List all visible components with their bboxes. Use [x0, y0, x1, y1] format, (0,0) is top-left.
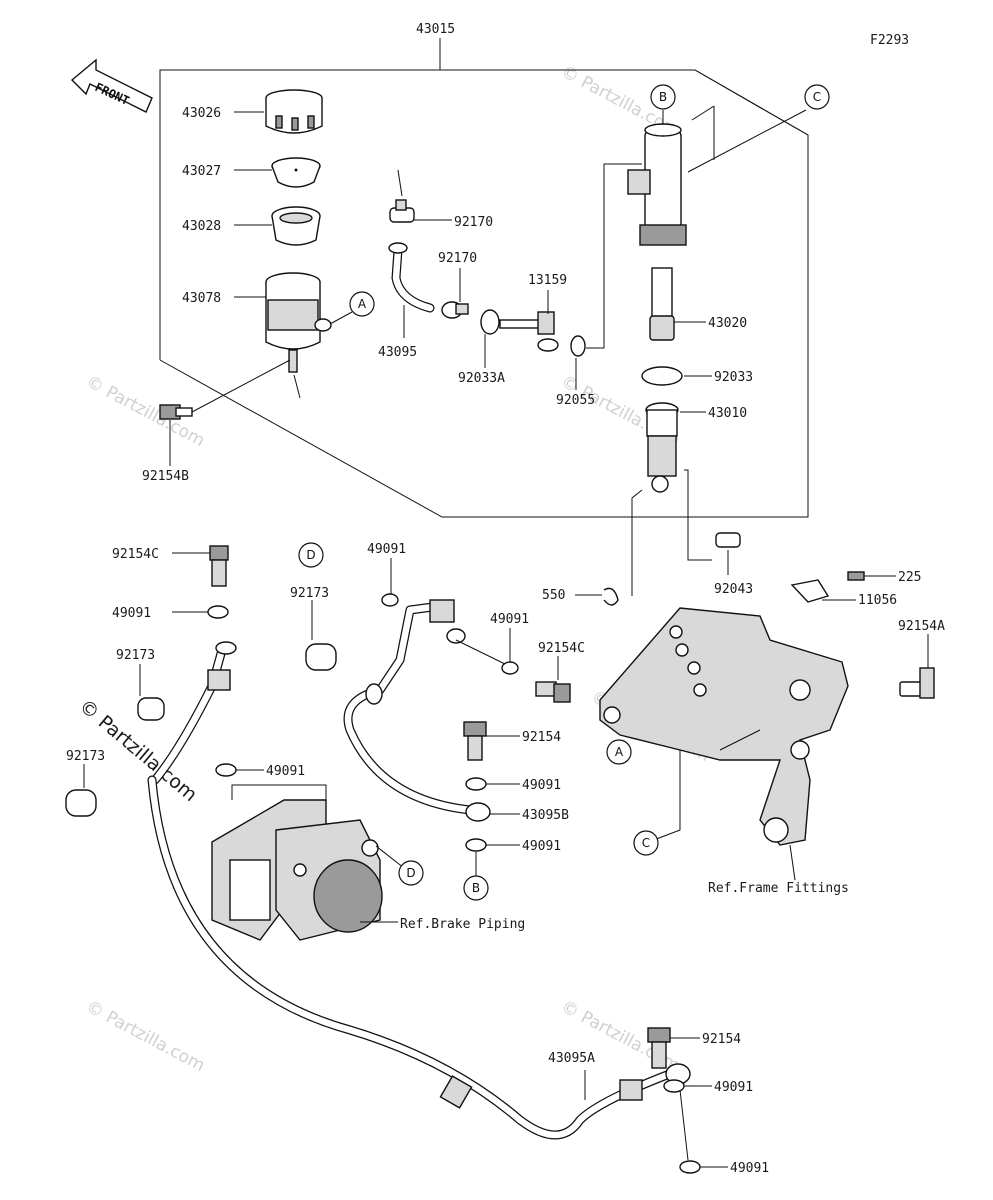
callout-49091-lower-2: 49091	[730, 1161, 769, 1176]
assembly-frame	[159, 38, 809, 518]
callout-43095: 43095	[378, 345, 417, 360]
bracket-11056	[790, 579, 830, 603]
clamp-92173-upper	[137, 697, 165, 721]
callout-92154A: 92154A	[898, 619, 945, 634]
callout-92173-lower: 92173	[66, 749, 105, 764]
callout-92033A: 92033A	[458, 371, 505, 386]
reservoir-cap-43026	[265, 89, 323, 134]
callout-43095B: 43095B	[522, 808, 569, 823]
callout-92154C-center: 92154C	[538, 641, 585, 656]
clamp-92170-upper	[389, 199, 415, 223]
washer-49091-lower-1	[663, 1079, 685, 1093]
circle-marker-c-lower: C	[642, 836, 650, 850]
callout-49091-center-4: 49091	[522, 839, 561, 854]
callout-labels: 43015 43026 43027 43028 43078 92154B 921…	[66, 22, 945, 1176]
master-cylinder	[627, 123, 687, 246]
washer-49091-center-3	[465, 777, 487, 791]
washer-49091-center-4	[465, 838, 487, 852]
washer-49091-center-1	[381, 593, 399, 607]
callout-92154-center: 92154	[522, 730, 561, 745]
callout-92043: 92043	[714, 582, 753, 597]
callout-49091-center-1: 49091	[367, 542, 406, 557]
circle-marker-a-upper: A	[358, 297, 367, 311]
callout-43020: 43020	[708, 316, 747, 331]
callout-92055: 92055	[556, 393, 595, 408]
callout-49091-left-2: 49091	[266, 764, 305, 779]
callout-11056: 11056	[858, 593, 897, 608]
front-arrow: FRONT	[70, 58, 153, 113]
hose-43095	[388, 242, 435, 313]
callout-13159: 13159	[528, 273, 567, 288]
callout-92154-lower: 92154	[702, 1032, 741, 1047]
banjo-43095B	[465, 802, 491, 822]
bolt-92154B	[159, 404, 193, 420]
clamp-92173-lower	[65, 789, 97, 817]
callout-49091-lower-1: 49091	[714, 1080, 753, 1095]
hose-center	[343, 599, 475, 815]
callout-43010: 43010	[708, 406, 747, 421]
circle-marker-b-lower: B	[472, 881, 480, 895]
callout-49091-center-3: 49091	[522, 778, 561, 793]
diaphragm-plate-43027	[271, 157, 321, 188]
watermark: © Partzilla.com	[83, 997, 208, 1076]
circle-markers: A B C A C D D B	[298, 84, 830, 901]
callout-43015: 43015	[416, 22, 455, 37]
bolt-92154C-left	[209, 545, 229, 587]
ref-brake-piping: Ref.Brake Piping	[400, 917, 525, 932]
circle-marker-d-upper: D	[306, 548, 315, 562]
screw-225	[847, 571, 865, 581]
ref-frame-fittings: Ref.Frame Fittings	[708, 881, 849, 896]
clamp-92170-lower	[441, 301, 469, 319]
callout-92154B: 92154B	[142, 469, 189, 484]
callout-43028: 43028	[182, 219, 221, 234]
callout-550: 550	[542, 588, 565, 603]
footrest-bracket	[599, 607, 849, 846]
circle-marker-b-upper: B	[659, 90, 667, 104]
pin-92043	[715, 532, 741, 548]
cotter-pin-550	[603, 587, 619, 606]
diaphragm-43028	[271, 206, 321, 246]
reservoir-43078	[265, 272, 332, 373]
callout-92170-lower: 92170	[438, 251, 477, 266]
callout-49091-center-2: 49091	[490, 612, 529, 627]
bolt-92154C-center	[535, 681, 571, 703]
circle-marker-d-lower: D	[406, 866, 415, 880]
clamp-92173-center	[305, 643, 337, 671]
circlip-92033A	[480, 309, 500, 335]
callout-43078: 43078	[182, 291, 221, 306]
callout-43026: 43026	[182, 106, 221, 121]
callout-49091-left-1: 49091	[112, 606, 151, 621]
circle-marker-a-lower: A	[615, 745, 624, 759]
circlip-92033	[641, 366, 683, 386]
washer-49091-left-2	[215, 763, 237, 777]
washer-49091-left-1	[207, 605, 229, 619]
callout-225: 225	[898, 570, 921, 585]
washer-49091-lower-2	[679, 1160, 701, 1174]
pushrod-13159	[499, 311, 559, 352]
callout-92033: 92033	[714, 370, 753, 385]
callout-92170-upper: 92170	[454, 215, 493, 230]
figure-code: F2293	[870, 33, 909, 48]
hose-43095A	[147, 775, 691, 1140]
callout-92173-center: 92173	[290, 586, 329, 601]
callout-92173-upper: 92173	[116, 648, 155, 663]
bolt-92154-lower	[647, 1027, 671, 1069]
callout-92154C-left: 92154C	[112, 547, 159, 562]
abs-unit	[211, 799, 383, 941]
o-ring-92055	[570, 335, 586, 357]
hose-left	[150, 641, 237, 785]
bolt-92154A	[899, 667, 935, 699]
piston-43010	[645, 402, 679, 493]
bolt-92154-center	[463, 721, 487, 761]
callout-43095A: 43095A	[548, 1051, 595, 1066]
circle-marker-c-upper: C	[813, 90, 821, 104]
spring-43020	[649, 267, 675, 341]
callout-43027: 43027	[182, 164, 221, 179]
